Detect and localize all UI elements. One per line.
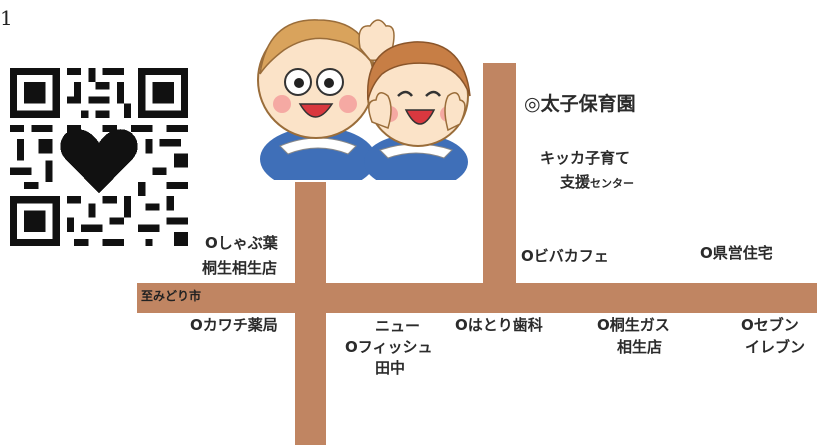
two-children-waving-illustration bbox=[257, 19, 471, 180]
corner-number: 1 bbox=[0, 6, 13, 30]
road-north-south-west bbox=[295, 182, 326, 445]
viva-cafe-label: Oビバカフェ bbox=[521, 247, 609, 265]
kiryu-gas-label-line2: 相生店 bbox=[617, 338, 663, 356]
shabuha-label: Oしゃぶ葉 bbox=[205, 234, 278, 252]
new-fish-label-line2: Oフィッシュ bbox=[345, 338, 433, 356]
kikka-label-small: センター bbox=[590, 177, 635, 190]
kikka-label-main: 支援 bbox=[560, 173, 591, 191]
shabuha-branch-label: 桐生相生店 bbox=[202, 259, 278, 277]
qr-code-heart-icon bbox=[10, 68, 188, 246]
kikka-label-line2: 支援センター bbox=[560, 172, 634, 194]
nursery-label: ◎太子保育園 bbox=[524, 93, 636, 115]
seven-eleven-label-line1: Oセブン bbox=[741, 316, 799, 334]
new-fish-label-line3: 田中 bbox=[375, 359, 406, 377]
kawachi-pharmacy-label: Oカワチ薬局 bbox=[190, 316, 278, 334]
hatori-dental-label: Oはとり歯科 bbox=[455, 316, 543, 334]
road-main-east-west bbox=[137, 283, 817, 313]
road-north-south-east bbox=[483, 63, 516, 288]
new-fish-label-line1: ニュー bbox=[375, 317, 421, 335]
to-midori-city-label: 至みどり市 bbox=[141, 289, 202, 303]
kikka-label-line1: キッカ子育て bbox=[540, 149, 631, 167]
prefectural-housing-label: O県営住宅 bbox=[700, 244, 773, 262]
kiryu-gas-label-line1: O桐生ガス bbox=[597, 316, 670, 334]
seven-eleven-label-line2: イレブン bbox=[745, 338, 806, 356]
